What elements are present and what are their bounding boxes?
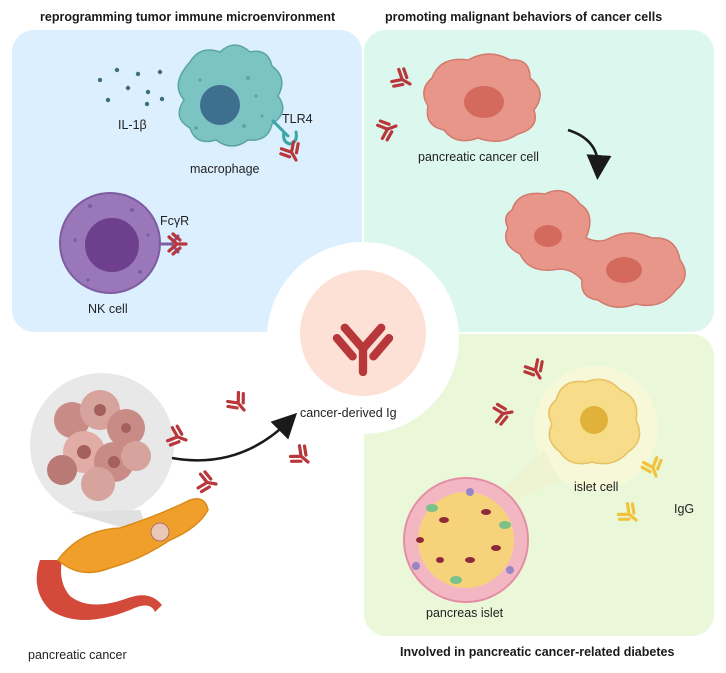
migration-arrow-icon [567,128,612,180]
panel-title-diabetes: Involved in pancreatic cancer-related di… [400,645,675,659]
tumor-cluster-icon [47,390,151,501]
label-igg: IgG [674,502,695,516]
migrating-cancer-cell-icon [505,189,686,308]
antibody-br-2-icon [491,400,516,427]
label-cancer-derived-ig: cancer-derived Ig [300,406,397,420]
antibody-tr-2-icon [375,115,402,143]
pancreas-icon [36,498,209,620]
antibody-tr-1-icon [388,65,417,95]
label-nk-cell: NK cell [88,302,128,316]
pancreatic-cancer-cell-icon [423,53,541,142]
antibody-bl-3-icon [223,388,254,419]
label-pancreas-islet: pancreas islet [426,606,504,620]
antibody-bl-4-icon [286,441,317,472]
panel-title-immune: reprogramming tumor immune microenvironm… [40,10,336,24]
tlr4-antibody-icon [277,138,307,167]
nk-cell-icon [59,192,161,294]
islet-cell-icon [548,378,641,465]
label-fcgr: FcγR [160,214,190,228]
label-islet-cell: islet cell [574,480,619,494]
macrophage-icon [177,44,284,147]
igg-antibody-2-icon [614,499,645,530]
pancreas-islet-icon [403,477,529,603]
label-tlr4: TLR4 [282,112,313,126]
il1b-dots-icon [97,67,165,107]
panel-title-malignant: promoting malignant behaviors of cancer … [385,10,663,24]
antibody-br-1-icon [521,356,551,385]
label-pancreatic-cancer: pancreatic cancer [28,648,127,662]
secretion-arrow-icon [171,412,298,462]
antibody-bl-2-icon [195,469,220,496]
center-ig-bubble [300,270,426,396]
label-pancreatic-cancer-cell: pancreatic cancer cell [418,150,539,164]
tlr4-receptor-icon [271,119,298,146]
label-il1b: IL-1β [118,118,147,132]
label-macrophage: macrophage [190,162,260,176]
